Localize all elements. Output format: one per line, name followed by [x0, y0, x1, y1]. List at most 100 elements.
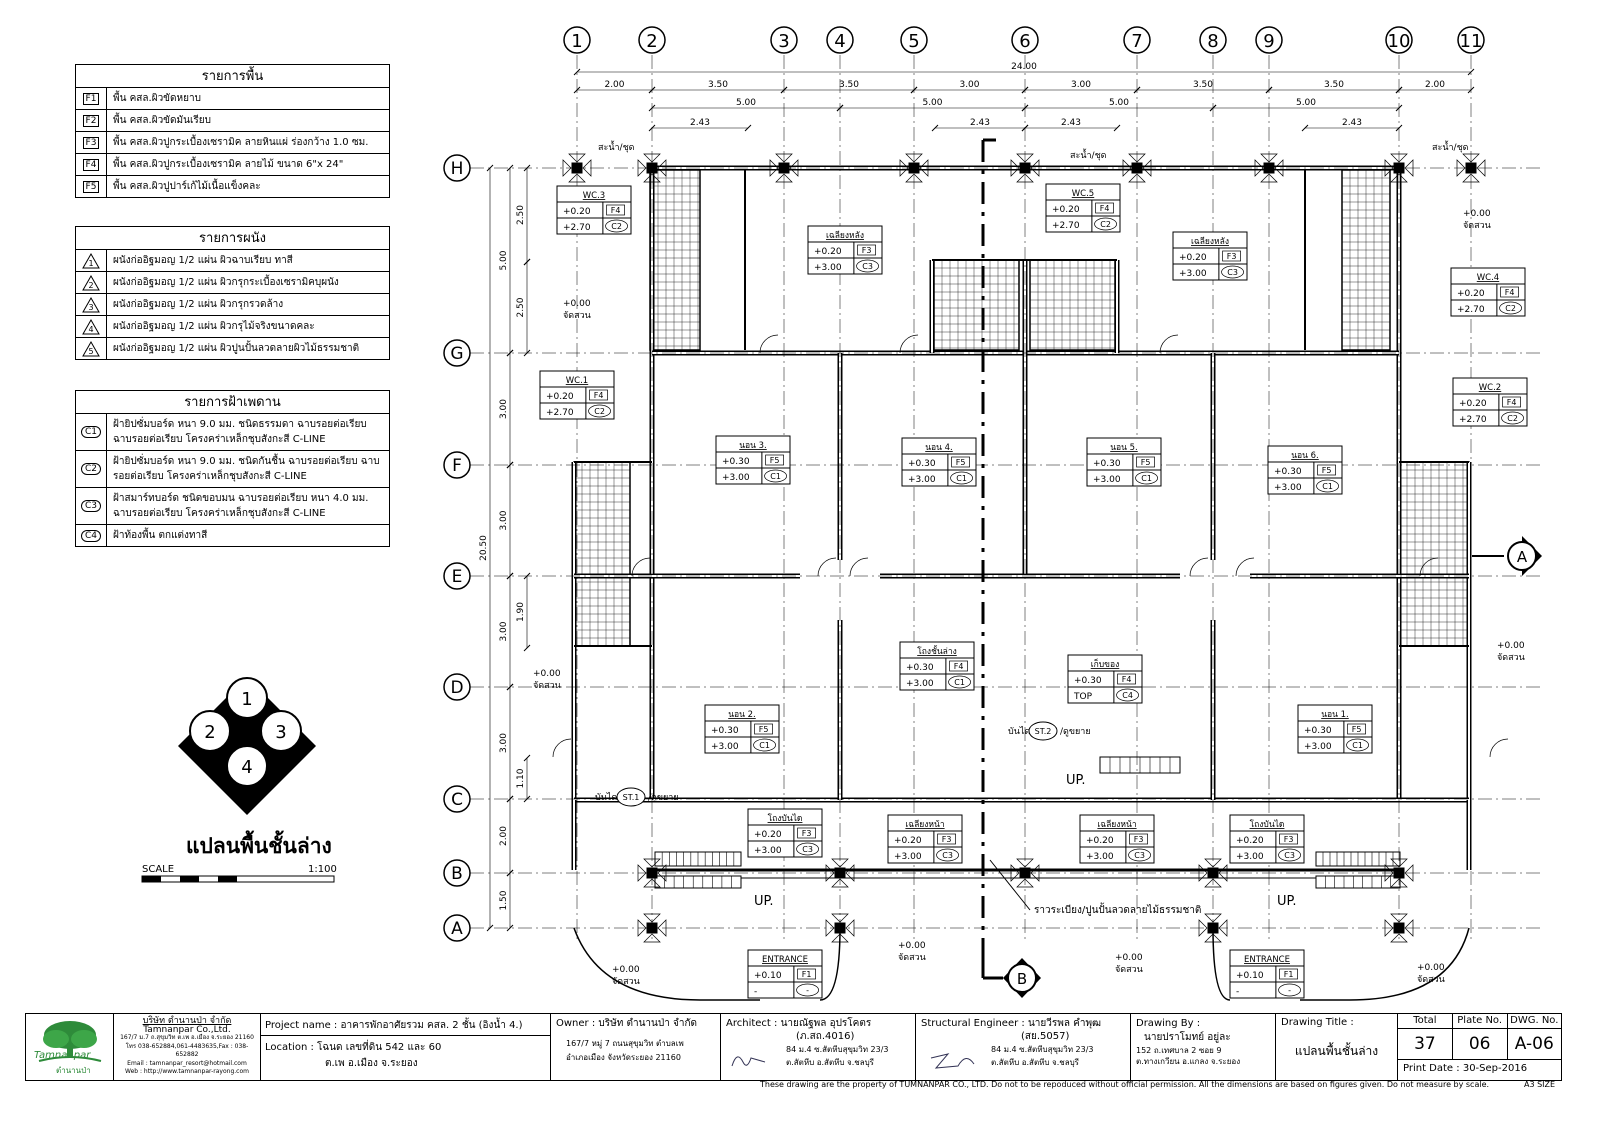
key-plan: 1 2 3 4: [178, 677, 316, 815]
floor-legend-title: รายการพื้น: [76, 65, 389, 88]
room-ceiling-level: +3.00: [754, 846, 782, 856]
bath-label-left: สะน้ำ/ชุด: [598, 140, 635, 153]
project-value: อาคารพักอาศัยรวม คสล. 2 ชั้น (อิงน้ำ 4.): [340, 1020, 523, 1031]
room-floor-level: +0.30: [906, 663, 934, 673]
key-plan-4: 4: [241, 757, 252, 778]
tiled-area: [1341, 169, 1391, 351]
room-ceiling-level: +2.70: [563, 223, 591, 233]
grid-bubble-row: [443, 562, 471, 590]
dimension-text: 2.00: [1425, 80, 1445, 90]
engineer-license: (สย.5057): [1021, 1031, 1070, 1042]
room-ceiling-level: -: [754, 987, 757, 997]
grid-bubble-col: [900, 26, 928, 54]
room-floor-code: F1: [802, 970, 812, 979]
grid-bubble-row: [443, 154, 471, 182]
legend-code: 3: [76, 294, 107, 315]
grid-bubble-col: [1457, 26, 1485, 54]
print-date-value: 30-Sep-2016: [1462, 1063, 1528, 1074]
legend-code-text: C4: [80, 529, 101, 542]
grid-bubble-col: [1385, 26, 1413, 54]
architect-cell: Architect : นายณัฐพล อุปรโคตร (ภ.สถ.4016…: [721, 1014, 916, 1080]
room-floor-code: F1: [1284, 970, 1294, 979]
architect-address-2: ต.สัตหีบ อ.สัตหีบ จ.ชลบุรี: [786, 1058, 874, 1067]
legend-description: ผนังก่ออิฐมอญ 1/2 แผ่น ผิวฉาบเรียบ ทาสี: [113, 255, 293, 266]
footer-note: These drawing are the property of TUMNAN…: [760, 1080, 1490, 1089]
dimension-text: 1.90: [516, 602, 526, 622]
door-swing: [1159, 334, 1179, 354]
garden-level-7: +0.00: [1115, 953, 1143, 963]
room-name: WC.5: [1072, 189, 1094, 199]
room-floor-code: F3: [1284, 835, 1294, 844]
room-ceiling-level: +3.00: [908, 475, 936, 485]
garden-text-4: จัดสวน: [1497, 653, 1525, 663]
dimension-text: 5.00: [499, 250, 509, 270]
grid-label-col: 3: [778, 31, 789, 52]
room-floor-level: +0.20: [1179, 253, 1207, 263]
stair-1-code: ST.1: [623, 793, 640, 802]
dimension-text: 5.00: [1296, 98, 1316, 108]
room-floor-code: F4: [1100, 204, 1110, 213]
grid-bubble-col: [1011, 26, 1039, 54]
logo-text: Tamnanpar: [34, 1050, 91, 1061]
legend-code-text: F1: [82, 92, 100, 105]
room-ceiling-code: C3: [942, 851, 953, 860]
room-ceiling-code: C3: [1284, 851, 1295, 860]
legend-code: 5: [76, 338, 107, 359]
grid-label-row: H: [451, 159, 464, 179]
grid-bubble-row: [443, 673, 471, 701]
room-floor-code: F4: [1507, 398, 1517, 407]
section-b-label: B: [1017, 970, 1027, 988]
legend-description: พื้น คสล.ผิวปูกระเบื้องเซรามิค ลายไม้ ขน…: [113, 159, 344, 170]
drawing-by-label: Drawing By :: [1136, 1018, 1201, 1029]
paper-size: A3 SIZE: [1524, 1080, 1556, 1089]
legend-code: 2: [76, 272, 107, 293]
dimension-text: 24.00: [1011, 62, 1037, 72]
room-ceiling-level: +3.00: [814, 263, 842, 273]
door-swing: [552, 738, 572, 758]
legend-code: C1: [76, 414, 107, 450]
room-name: โถงชั้นล่าง: [917, 645, 957, 657]
dimension-text: 3.00: [499, 733, 509, 753]
grid-bubble-col: [770, 26, 798, 54]
grid-label-col: 8: [1207, 31, 1218, 52]
room-floor-code: F4: [1505, 288, 1515, 297]
owner-label: Owner :: [556, 1018, 596, 1029]
engineer-address-2: ต.สัตหีบ อ.สัตหีบ จ.ชลบุรี: [991, 1058, 1079, 1067]
grid-label-col: 4: [834, 31, 845, 52]
title-block: Tamnanpar ตำนานป่า บริษัท ตำนานป่า จำกัด…: [25, 1013, 1562, 1081]
grid-label-col: 10: [1388, 31, 1411, 52]
room-floor-code: F5: [1322, 466, 1332, 475]
wall-type-triangle-icon: 3: [82, 296, 100, 312]
legend-code-text: 3: [88, 303, 93, 312]
room-ceiling-level: +3.00: [1093, 475, 1121, 485]
room-ceiling-level: +3.00: [1304, 742, 1332, 752]
room-ceiling-level: +2.70: [1457, 305, 1485, 315]
legend-code: 4: [76, 316, 107, 337]
engineer-value: นายวีรพล คำพุฒ: [1027, 1018, 1102, 1029]
room-name: เฉลียงหลัง: [1191, 236, 1229, 247]
garden-text-8: จัดสวน: [1417, 975, 1445, 985]
grid-bubble-col: [1123, 26, 1151, 54]
drawing-title-label: Drawing Title :: [1281, 1017, 1354, 1028]
room-ceiling-code: C3: [1227, 268, 1238, 277]
dimension-text: 5.00: [1109, 98, 1129, 108]
door-swing: [631, 557, 651, 577]
grid-bubble-col: [826, 26, 854, 54]
room-name: นอน 2.: [728, 710, 756, 720]
grid-label-row: D: [450, 678, 463, 698]
legend-code-text: C3: [80, 500, 101, 512]
